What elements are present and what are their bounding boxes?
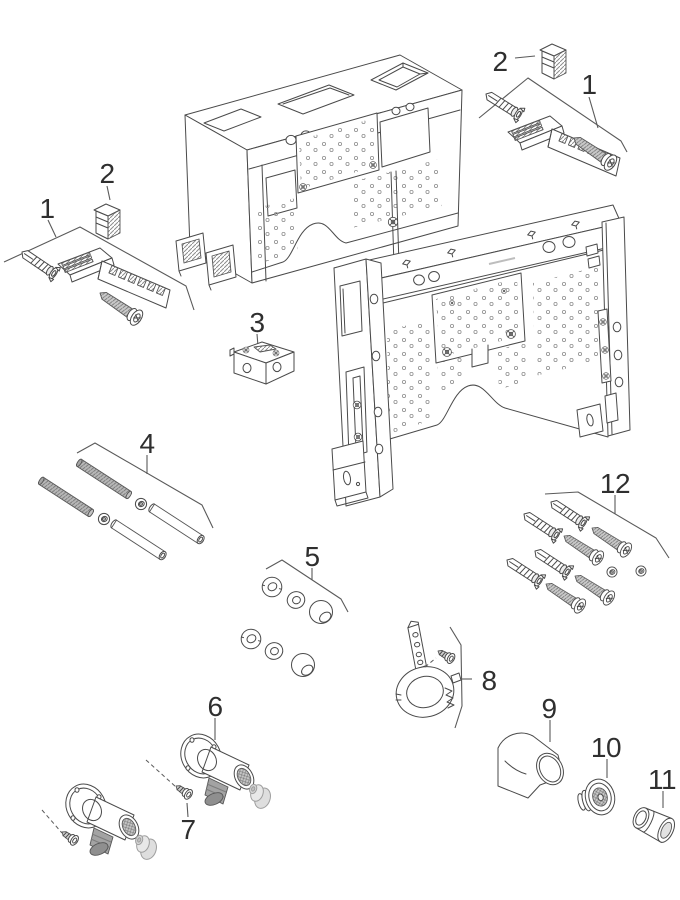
callout-3[interactable]: 3 — [249, 307, 265, 338]
bracket-line-8 — [449, 626, 463, 729]
mounting-bracket-icon — [230, 342, 294, 384]
fixing-screw-icon — [58, 827, 81, 848]
angle-clip-icon — [539, 43, 567, 80]
part-6-wall-elbows — [41, 718, 275, 863]
callout-5[interactable]: 5 — [304, 541, 320, 572]
callout-7[interactable]: 7 — [180, 814, 196, 845]
callout-12[interactable]: 12 — [600, 468, 631, 499]
washer-icon — [284, 588, 308, 612]
fixing-screw-icon — [172, 781, 195, 802]
part-12-fixing-set — [501, 491, 670, 616]
part-2-clip-left — [93, 185, 121, 240]
hex-nut-icon — [134, 497, 148, 511]
part-4-rod-set — [36, 442, 214, 562]
callout-11[interactable]: 11 — [648, 764, 677, 795]
threaded-rod-icon — [36, 475, 96, 518]
lasso-line-12 — [544, 491, 670, 559]
wall-plug-icon — [518, 506, 564, 545]
flanged-nut-icon — [240, 628, 262, 650]
clamp-screw-icon — [434, 645, 457, 666]
sleeve-tube-icon — [109, 518, 169, 562]
dome-cap-icon — [309, 600, 334, 625]
lasso-line-1-right — [478, 77, 628, 153]
angle-clip-icon — [93, 203, 121, 240]
leader-line-1-right — [588, 96, 599, 129]
sleeve-tube-icon — [147, 502, 207, 546]
part-2-clip-right — [514, 43, 567, 80]
installation-frame-upper — [175, 54, 463, 291]
leader-line-2-right — [514, 55, 536, 59]
part-5-nut-washer-cap-set — [240, 559, 349, 678]
flanged-nut-icon — [261, 576, 283, 598]
callout-2-right[interactable]: 2 — [492, 46, 508, 77]
hex-nut-icon — [635, 565, 647, 577]
threaded-rod-icon — [74, 457, 134, 500]
leader-line-2-left — [106, 185, 111, 201]
part-8-pipe-clamp — [390, 619, 472, 729]
wall-elbow-icon — [57, 776, 144, 859]
part-1-assembly-right — [478, 77, 628, 177]
pipe-clamp-icon — [390, 619, 462, 724]
lasso-line-1-left — [3, 226, 195, 311]
callout-2-left[interactable]: 2 — [99, 158, 115, 189]
callout-6[interactable]: 6 — [207, 691, 223, 722]
part-1-assembly-left — [3, 219, 195, 328]
part-11-sleeve — [628, 791, 679, 846]
lasso-line-4 — [76, 442, 214, 529]
part-3-bracket — [230, 333, 294, 384]
callout-8[interactable]: 8 — [481, 665, 497, 696]
wall-plug-icon — [545, 494, 591, 533]
callout-4[interactable]: 4 — [139, 428, 155, 459]
part-9-elbow-bend — [497, 720, 570, 799]
callout-1-right[interactable]: 1 — [581, 69, 597, 100]
wall-anchor-icon — [16, 244, 62, 283]
dome-cap-icon — [291, 653, 316, 678]
callout-1-left[interactable]: 1 — [39, 193, 55, 224]
anchor-bracket-icon — [507, 115, 621, 177]
leader-line-7 — [186, 802, 189, 818]
hex-nut-icon — [606, 566, 618, 578]
callout-9[interactable]: 9 — [541, 693, 557, 724]
wall-anchor-icon — [480, 86, 527, 124]
part-7-screw — [186, 802, 189, 818]
part-10-threaded-connector — [573, 759, 620, 821]
callout-10[interactable]: 10 — [591, 732, 622, 763]
elbow-pipe-icon — [497, 732, 570, 799]
washer-icon — [262, 639, 286, 663]
hex-nut-icon — [97, 512, 111, 526]
threaded-connector-icon — [573, 775, 620, 821]
connector-sleeve-icon — [628, 802, 679, 846]
installation-frame-lower — [331, 204, 631, 507]
leader-line-1-left — [47, 219, 57, 238]
